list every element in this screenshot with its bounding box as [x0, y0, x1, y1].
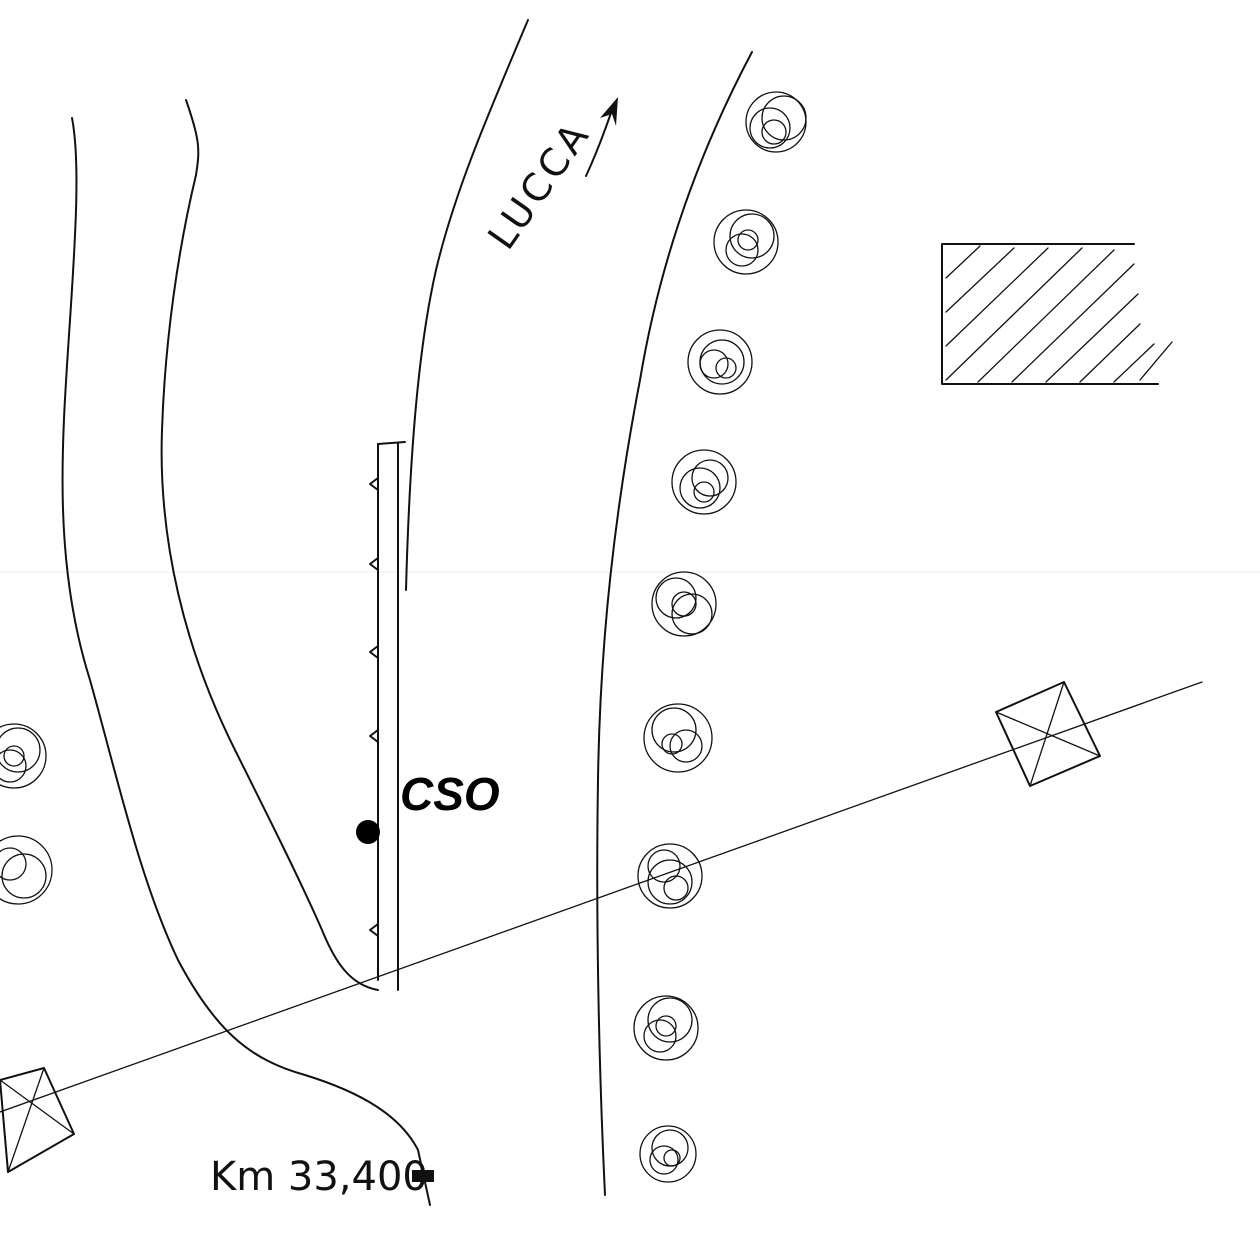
power-line	[0, 681, 1203, 1113]
tree-icon	[713, 209, 779, 275]
tree-icon	[687, 329, 753, 395]
road-edge-right	[596, 51, 753, 1196]
km-label: Km 33,400	[210, 1154, 428, 1200]
km-post-icon	[412, 1170, 434, 1182]
pylon-icon	[995, 681, 1101, 787]
tree-icon	[0, 835, 53, 905]
road-edge-left	[405, 19, 529, 591]
tree-icon	[637, 843, 703, 909]
arrow-icon	[585, 97, 618, 177]
river-bank-left	[61, 117, 431, 1206]
tree-icon	[0, 723, 47, 789]
river-bank-right	[160, 99, 379, 991]
tree-icon	[639, 1125, 697, 1183]
tree-icon	[671, 449, 737, 515]
hatched-building-icon	[941, 243, 1173, 385]
cso-label: CSO	[400, 768, 500, 820]
direction-label: LUCCA	[479, 112, 599, 257]
tree-icon	[745, 91, 807, 153]
embankment-barrier	[369, 441, 406, 991]
tree-icon	[651, 571, 717, 637]
marker-dot-icon	[356, 820, 380, 844]
pylon-icon	[0, 1067, 75, 1173]
tree-icon	[633, 995, 699, 1061]
tree-icon	[643, 703, 713, 773]
